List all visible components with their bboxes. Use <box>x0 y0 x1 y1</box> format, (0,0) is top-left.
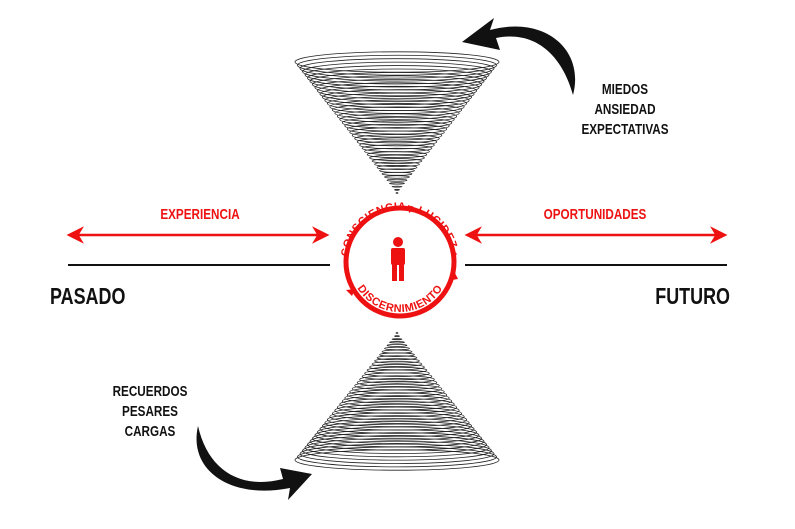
cone-ring <box>361 144 433 153</box>
future-label: FUTURO <box>655 283 730 309</box>
cone-ring <box>341 395 453 408</box>
cone-ring <box>351 383 443 394</box>
cone-ring <box>386 178 408 182</box>
cone-ring <box>344 392 450 404</box>
cone-ring <box>321 418 473 434</box>
cone-ring <box>349 127 445 138</box>
cone-ring <box>395 332 399 334</box>
cone-ring <box>319 420 475 438</box>
cone-ring <box>294 449 500 471</box>
cone-ring <box>299 443 495 464</box>
cone-ring <box>379 168 415 173</box>
cone-ring <box>299 58 495 79</box>
cone-ring <box>302 61 492 82</box>
cone-ring <box>336 400 458 414</box>
person-icon <box>391 237 405 281</box>
cone-ring <box>394 335 400 337</box>
cone-ring <box>341 116 453 129</box>
cone-ring <box>329 99 465 114</box>
experience-label: EXPERIENCIA <box>160 206 240 223</box>
cone-ring <box>391 338 403 341</box>
past-burden-item: PESARES <box>122 403 178 420</box>
cone-ring <box>312 75 482 94</box>
ring-arrowhead-left <box>346 289 355 296</box>
cone-ring <box>384 175 410 179</box>
cone-ring <box>331 406 463 421</box>
cone-ring <box>376 165 418 170</box>
cone-ring <box>294 51 500 73</box>
cone-ring <box>376 355 418 361</box>
cone-ring <box>314 78 480 97</box>
cone-ring <box>374 161 420 167</box>
past-burden-item: RECUERDOS <box>112 383 188 400</box>
cone-ring <box>384 346 410 351</box>
cone-ring <box>389 341 405 344</box>
past-burdens-list: RECUERDOS PESARES CARGAS <box>99 382 200 442</box>
ring-arrowhead-top <box>408 205 416 213</box>
cone-ring <box>331 103 463 117</box>
cone-ring <box>316 423 478 441</box>
future-cone <box>294 51 500 194</box>
cone-ring <box>314 426 480 444</box>
cone-ring <box>394 188 400 191</box>
cone-ring <box>381 171 413 176</box>
cone-ring <box>369 154 425 161</box>
cone-ring <box>304 65 490 85</box>
cone-ring <box>379 352 415 357</box>
cone-ring <box>395 192 399 194</box>
center-badge: CONSCIENCIA • LUCIDEZ • DISCERNIMIENTO <box>339 201 460 319</box>
cone-ring <box>361 372 433 381</box>
future-concern-item: EXPECTATIVAS <box>581 121 669 138</box>
cone-ring <box>316 82 478 100</box>
cone-ring <box>374 358 420 364</box>
cone-ring <box>356 378 438 387</box>
cone-ring <box>356 137 438 147</box>
cone-ring <box>297 54 497 76</box>
cone-ring <box>307 68 487 88</box>
cone-ring <box>371 361 423 367</box>
future-concern-item: ANSIEDAD <box>594 101 656 118</box>
cone-ring <box>386 343 408 347</box>
cone-ring <box>359 375 435 384</box>
past-burden-item: CARGAS <box>124 423 176 440</box>
ring-arrowhead-right <box>452 271 458 280</box>
cone-ring <box>319 85 475 103</box>
cone-ring <box>302 440 492 461</box>
cone-ring <box>349 386 445 397</box>
cone-ring <box>304 438 490 458</box>
cone-ring <box>391 185 403 188</box>
cone-ring <box>334 403 460 418</box>
future-concerns-list: MIEDOS ANSIEDAD EXPECTATIVAS <box>567 80 684 140</box>
future-concern-item: MIEDOS <box>601 81 649 98</box>
future-curved-arrow-icon <box>462 18 576 95</box>
cone-ring <box>346 123 448 135</box>
cone-ring <box>389 182 405 185</box>
cone-ring <box>334 106 460 120</box>
cone-ring <box>346 389 448 401</box>
past-curved-arrow-icon <box>196 426 312 500</box>
cone-ring <box>344 120 450 132</box>
past-label: PASADO <box>50 283 126 309</box>
cone-ring <box>364 147 430 156</box>
cone-ring <box>359 140 435 150</box>
cone-ring <box>297 446 497 468</box>
cone-ring <box>326 96 468 111</box>
cone-ring <box>307 435 487 454</box>
cone-ring <box>364 369 430 377</box>
cone-ring <box>371 158 423 164</box>
past-cone <box>294 332 500 471</box>
cone-ring <box>329 409 465 424</box>
opportunities-label: OPORTUNIDADES <box>543 206 647 223</box>
